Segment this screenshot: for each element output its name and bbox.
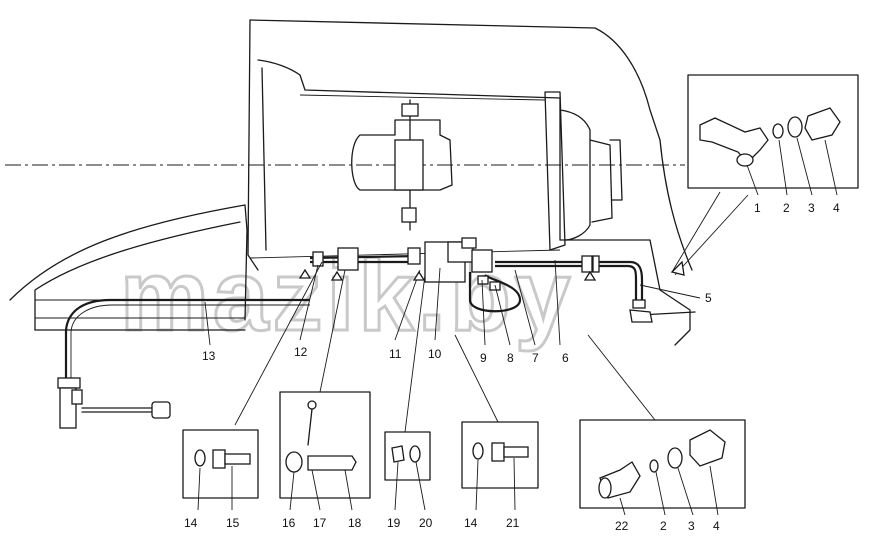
callout-6: 6 xyxy=(562,351,569,365)
callout-9: 9 xyxy=(480,351,487,365)
detail-box-nut-19 xyxy=(384,431,431,511)
callout-19: 19 xyxy=(387,516,401,530)
lever-tube xyxy=(57,298,310,429)
pipe-assembly xyxy=(309,237,653,323)
callout-3: 3 xyxy=(808,201,815,215)
detail-box-fitting-top xyxy=(687,74,859,196)
callout-1: 1 xyxy=(754,201,761,215)
gearbox-housing xyxy=(247,19,696,346)
callout-7: 7 xyxy=(532,351,539,365)
callout-13: 13 xyxy=(202,349,216,363)
callout-5: 5 xyxy=(705,291,712,305)
callout-2b: 2 xyxy=(660,519,667,533)
callout-18: 18 xyxy=(348,516,362,530)
callout-4b: 4 xyxy=(713,519,720,533)
detail-box-bolt-21 xyxy=(461,421,539,511)
callout-15: 15 xyxy=(226,516,240,530)
callout-22: 22 xyxy=(615,519,629,533)
callout-4: 4 xyxy=(833,201,840,215)
callout-21: 21 xyxy=(506,516,520,530)
callout-20: 20 xyxy=(419,516,433,530)
callout-14a: 14 xyxy=(184,516,198,530)
detail-box-pin-17 xyxy=(279,391,371,511)
callout-12: 12 xyxy=(294,345,308,359)
callout-11: 11 xyxy=(389,347,402,361)
callout-14b: 14 xyxy=(464,516,478,530)
detail-box-fitting-bottom xyxy=(579,419,746,516)
callout-8: 8 xyxy=(507,351,514,365)
callout-labels: 1 2 3 4 5 6 7 8 9 10 11 12 13 14 15 16 1… xyxy=(184,201,840,533)
callout-17: 17 xyxy=(313,516,327,530)
callout-10: 10 xyxy=(428,347,442,361)
callout-16: 16 xyxy=(282,516,296,530)
detail-box-bolt-15 xyxy=(182,429,259,511)
callout-3b: 3 xyxy=(688,519,695,533)
callout-2: 2 xyxy=(783,201,790,215)
leader-lines xyxy=(204,191,749,433)
